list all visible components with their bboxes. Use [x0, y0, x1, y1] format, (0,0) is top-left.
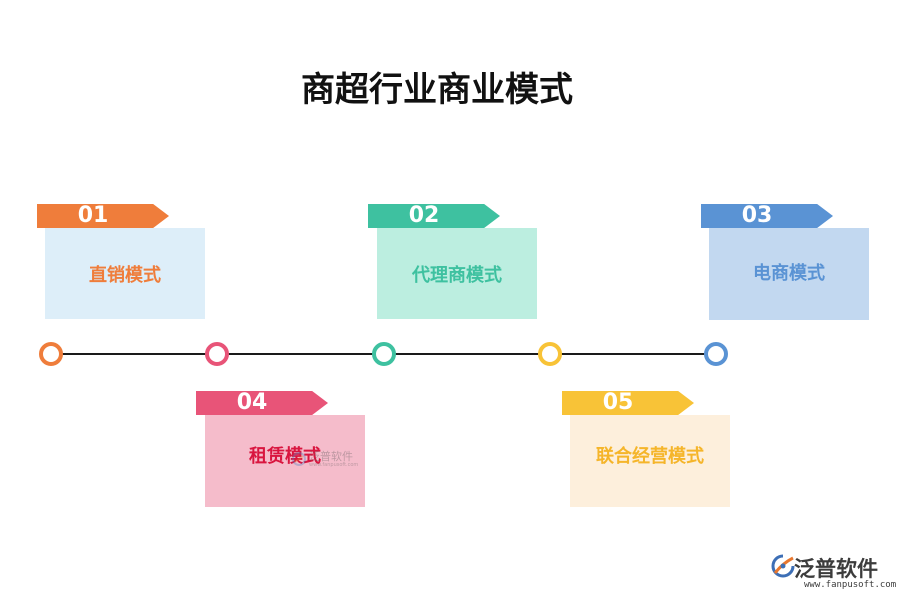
tag-number: 01 [77, 203, 109, 228]
tag-number: 05 [602, 390, 634, 415]
watermark-logo-icon [292, 452, 306, 466]
card-label: 联合经营模式 [596, 446, 704, 467]
card-agent: 代理商模式 [377, 228, 537, 319]
tag-number: 04 [236, 390, 268, 415]
card-label: 电商模式 [753, 263, 825, 284]
card-leasing: 租赁模式 [205, 415, 365, 507]
card-label: 代理商模式 [412, 264, 502, 286]
tag-01: 01 [37, 204, 169, 228]
timeline-node [39, 342, 63, 366]
timeline-node [704, 342, 728, 366]
watermark-text: 泛普软件 [309, 449, 353, 463]
brand-logo: 泛普软件 www.fanpusoft.com [770, 553, 897, 595]
timeline-node [538, 342, 562, 366]
watermark-sub: www.fanpusoft.com [309, 461, 359, 468]
card-direct-sales: 直销模式 [45, 228, 205, 319]
timeline-node [372, 342, 396, 366]
watermark: 泛普软件 www.fanpusoft.com [292, 447, 372, 471]
tag-05: 05 [562, 391, 694, 415]
logo-url: www.fanpusoft.com [804, 580, 897, 590]
card-label: 租赁模式 [249, 446, 321, 467]
card-joint-operation: 联合经营模式 [570, 415, 730, 507]
tag-03: 03 [701, 204, 833, 228]
page-title: 商超行业商业模式 [301, 70, 573, 110]
card-label: 直销模式 [89, 264, 161, 286]
card-ecommerce: 电商模式 [709, 228, 869, 320]
tag-04: 04 [196, 391, 328, 415]
logo-name: 泛普软件 [794, 557, 878, 581]
tag-number: 02 [408, 203, 440, 228]
tag-number: 03 [741, 203, 773, 228]
fanpu-logo-icon [771, 554, 795, 578]
tag-02: 02 [368, 204, 500, 228]
timeline-node [205, 342, 229, 366]
